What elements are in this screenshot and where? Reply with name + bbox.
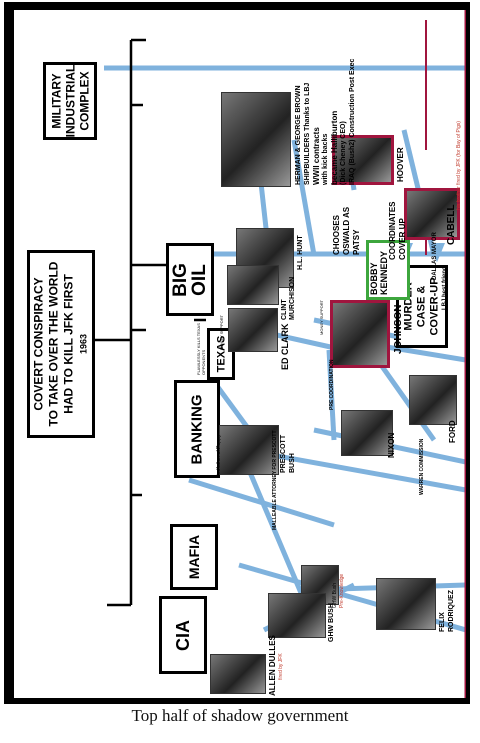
complex-label: COMPLEX — [77, 71, 92, 131]
clint-murchison-photo — [227, 265, 279, 305]
johnson-label: JOHNSON — [393, 304, 404, 354]
ford-label: FORD — [448, 420, 457, 443]
nixon-label: NIXON — [387, 432, 396, 458]
nixon-notes: PRE COORDINATION — [329, 359, 335, 410]
brown-line-1: HERMAN & GEORGE BROWN — [295, 85, 302, 185]
rodriquez-label: RODRIQUEZ — [448, 590, 455, 632]
allen-dulles-label: ALLEN DULLES — [268, 635, 277, 696]
banking-label: BANKING — [188, 394, 206, 464]
ed-clark-photo — [228, 308, 278, 352]
felix-rodriquez-photo — [376, 578, 436, 630]
diagram-frame: MILITARY INDUSTRIAL COMPLEX COVERT CONSP… — [4, 2, 470, 704]
money-support-label: MONEY SUPPORT — [219, 315, 224, 350]
cia-box: CIA — [159, 596, 207, 674]
cabell-brother-note: his brother fired by JFK (for Bay of Pig… — [456, 121, 462, 210]
ed-clark-label: ED CLARK — [280, 323, 290, 371]
ghw-bush-label: GHW BUSH — [328, 603, 335, 642]
texas-note: FLAWLESSLY KILLS TEXAS OPPONENTS — [196, 323, 206, 375]
hl-hunt-label: H.L. HUNT — [297, 235, 304, 270]
allen-dulles-photo — [210, 654, 266, 694]
clint-murchison-label: CLINT MURCHISON — [281, 277, 297, 320]
mafia-label: MAFIA — [186, 534, 203, 580]
hoover-notes: COORDINATES COVER UP — [388, 201, 408, 260]
oswald-line-3: PATSY — [352, 229, 361, 255]
brown-line-4: with kick backs — [322, 133, 329, 185]
military-industrial-complex-box: MILITARY INDUSTRIAL COMPLEX — [43, 62, 97, 140]
felix-label: FELIX — [439, 612, 446, 632]
brown-line-3: WWII contracts — [312, 127, 321, 185]
clint-label: CLINT — [281, 299, 288, 320]
oswald-text: CHOOSES OSWALD AS PATSY — [332, 207, 362, 255]
big-oil-box: BIG OIL — [166, 243, 214, 316]
brown-brothers-text: HERMAN & GEORGE BROWN SHIPBUILDERS Thank… — [294, 59, 357, 185]
diagram-canvas: MILITARY INDUSTRIAL COMPLEX COVERT CONSP… — [14, 10, 466, 698]
bobby-label: BOBBY — [369, 262, 379, 295]
cabell-label: CABELL — [446, 204, 457, 245]
prescott-label: PRESCOTT — [280, 434, 287, 473]
bush-label: BUSH — [289, 453, 296, 473]
lbj-best-friend-label: LBJ best friend — [442, 266, 448, 310]
mafia-box: MAFIA — [170, 524, 218, 590]
cover-up-note: COVER UP — [398, 218, 407, 260]
ghw-bush-small-label: GHW Bush Pre-Knowledge — [332, 574, 346, 608]
bobby-kennedy-label: BOBBY KENNEDY — [369, 251, 389, 295]
ford-photo — [409, 375, 457, 425]
nixon-photo — [341, 410, 393, 456]
oil-label: OIL — [189, 263, 210, 296]
coordinates-label: COORDINATES — [388, 201, 397, 260]
case-label: CASE & — [415, 285, 428, 328]
military-label: MILITARY — [49, 73, 64, 129]
figure-caption: Top half of shadow government — [131, 706, 349, 725]
prescott-caption: Godfather of Poppy — [216, 434, 222, 478]
oswald-line-2: OSWALD AS — [342, 206, 351, 255]
oswald-line-1: CHOOSES — [332, 214, 341, 255]
felix-rodriquez-label: FELIX RODRIQUEZ — [438, 590, 456, 632]
cabell-photo — [404, 188, 460, 240]
brown-line-2: SHIPBUILDERS Thanks to LBJ — [304, 82, 311, 185]
title-line-3: HAD TO KILL JFK FIRST — [61, 274, 76, 414]
ghw-bush-small-name: GHW Bush — [332, 582, 338, 608]
industrial-label: INDUSTRIAL — [63, 64, 78, 138]
murchison-label: MURCHISON — [289, 276, 296, 320]
big-label: BIG — [170, 262, 191, 297]
title-year: 1963 — [78, 333, 89, 355]
prescott-bush-label: PRESCOTT BUSH — [279, 435, 297, 473]
money-support-label-2: MONEY SUPPORT — [319, 300, 324, 335]
prescott-bush-photo — [219, 425, 279, 475]
dulles-fired-note: fired by JFK — [278, 653, 284, 680]
johnson-photo — [330, 300, 390, 368]
hoover-label: HOOVER — [396, 147, 405, 182]
brown-brothers-photo — [221, 92, 291, 187]
banking-box: BANKING — [174, 380, 220, 478]
cover-up-label: COVER-UP — [428, 277, 441, 336]
ford-notes: WARREN COMMISSION — [419, 438, 425, 495]
title-line-2: TO TAKE OVER THE WORLD — [46, 261, 61, 427]
brown-line-5: became Halliburton — [330, 110, 339, 185]
cia-label: CIA — [172, 619, 193, 651]
ghw-bush-photo — [268, 593, 326, 638]
pre-knowledge-label: Pre-Knowledge — [339, 573, 345, 608]
prescott-notes: MALLEABLE ATTORNEY FOR PRESCOTT — [272, 430, 278, 530]
brown-line-7: IRAQ (Bush2) Construction Post Exec — [349, 58, 356, 185]
brown-line-6: (Dick Cheney CEO) — [340, 121, 347, 185]
bobby-kennedy-box — [366, 240, 410, 300]
conspiracy-title-box: COVERT CONSPIRACY TO TAKE OVER THE WORLD… — [27, 250, 95, 438]
title-line-1: COVERT CONSPIRACY — [31, 277, 46, 411]
hoover-photo — [332, 135, 394, 185]
dallas-mayor-label: DALLAS MAYOR — [432, 232, 438, 280]
